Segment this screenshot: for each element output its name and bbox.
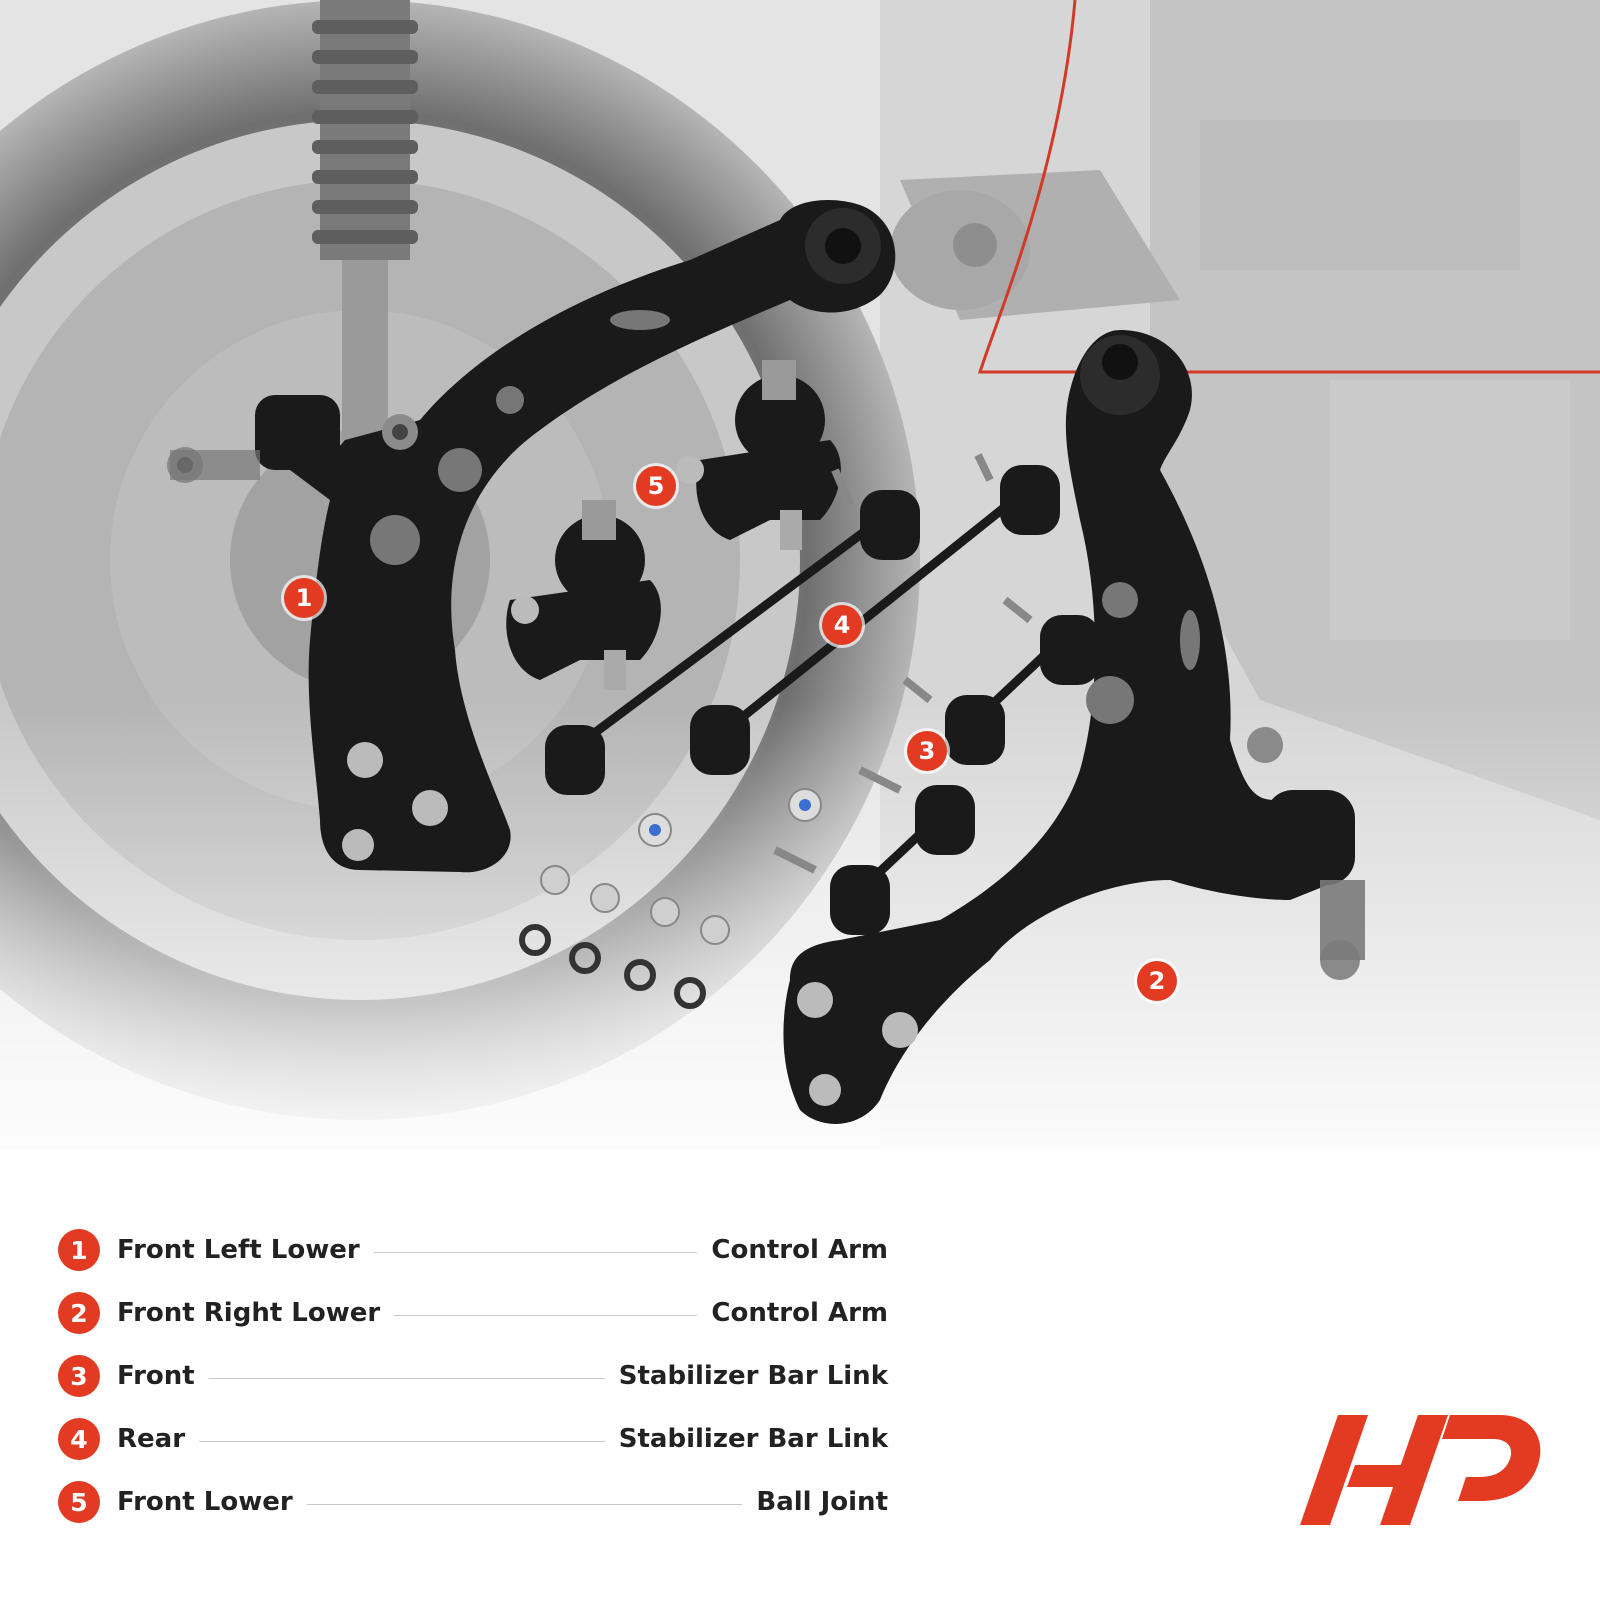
legend-position: Front Left Lower (117, 1235, 360, 1265)
ball-joints (506, 360, 841, 690)
front-stabilizer-links (773, 596, 1100, 935)
legend-part: Ball Joint (756, 1487, 888, 1517)
legend-divider (394, 1314, 698, 1316)
legend-part: Stabilizer Bar Link (618, 1361, 888, 1391)
front-left-control-arm (167, 200, 896, 873)
legend-row: 4 Rear Stabilizer Bar Link (58, 1418, 888, 1460)
legend-row: 1 Front Left Lower Control Arm (58, 1229, 888, 1271)
callout-3: 3 (907, 731, 947, 771)
legend-number: 2 (58, 1292, 100, 1334)
legend-number: 3 (58, 1355, 100, 1397)
legend-row: 2 Front Right Lower Control Arm (58, 1292, 888, 1334)
legend-number: 1 (58, 1229, 100, 1271)
legend-position: Rear (117, 1424, 186, 1454)
callout-4: 4 (822, 605, 862, 645)
legend-number: 4 (58, 1418, 100, 1460)
front-right-control-arm (783, 330, 1365, 1124)
legend-divider (208, 1377, 605, 1379)
legend-divider (373, 1251, 698, 1253)
legend-divider (199, 1440, 605, 1442)
a-premium-logo-icon (1300, 1415, 1541, 1525)
legend-position: Front Lower (117, 1487, 293, 1517)
legend-position: Front Right Lower (117, 1298, 381, 1328)
parts-legend: 1 Front Left Lower Control Arm 2 Front R… (58, 1229, 888, 1545)
legend-number: 5 (58, 1481, 100, 1523)
legend-part: Control Arm (711, 1235, 888, 1265)
legend-divider (306, 1503, 743, 1505)
legend-part: Stabilizer Bar Link (618, 1424, 888, 1454)
callout-1: 1 (284, 578, 324, 618)
legend-row: 5 Front Lower Ball Joint (58, 1481, 888, 1523)
legend-position: Front (117, 1361, 195, 1391)
callout-2: 2 (1137, 961, 1177, 1001)
hardware-nuts-washers (519, 865, 730, 1009)
legend-part: Control Arm (711, 1298, 888, 1328)
rear-stabilizer-links (545, 453, 1060, 847)
callout-5: 5 (636, 466, 676, 506)
legend-row: 3 Front Stabilizer Bar Link (58, 1355, 888, 1397)
